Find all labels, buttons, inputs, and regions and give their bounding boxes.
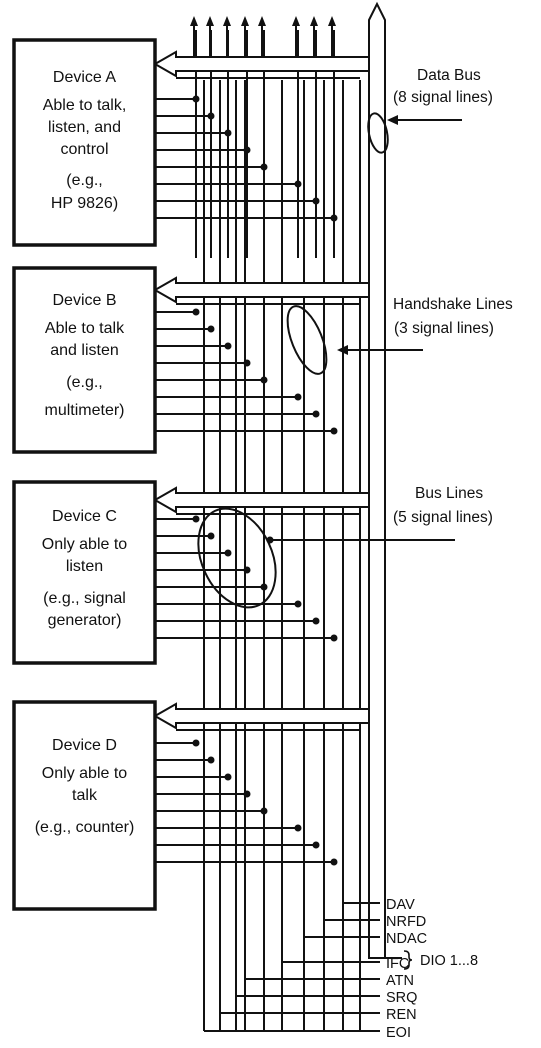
connection-dot [294, 393, 302, 401]
dio-label: DIO 1...8 [420, 953, 478, 969]
main-bus-arrow [368, 1, 386, 959]
data-bus-subtitle: (8 signal lines) [393, 89, 493, 106]
vertical-signal-lines [195, 30, 361, 1031]
connection-dot [330, 858, 338, 866]
device-description-line: (e.g., signal [43, 590, 126, 607]
top-arrow-5 [258, 16, 266, 26]
signal-label-ndac: NDAC [386, 931, 427, 947]
connection-dot [207, 532, 215, 540]
connection-dot [330, 427, 338, 435]
dio-brace [403, 950, 413, 970]
bus-lines-dot [266, 536, 274, 544]
device-description-line: Able to talk, [43, 97, 127, 114]
top-arrow-7 [310, 16, 318, 26]
signal-label-dav: DAV [386, 897, 415, 913]
connection-dot [207, 756, 215, 764]
device-box-a: Device A Able to talk, listen, and control (… [12, 38, 157, 247]
device-bus-arrow [152, 276, 370, 304]
device-description-line: and listen [50, 342, 119, 359]
connection-dot [243, 359, 251, 367]
connection-dot [330, 214, 338, 222]
device-name: Device C [52, 508, 117, 525]
data-bus-title: Data Bus [417, 67, 481, 84]
connection-dot [312, 841, 320, 849]
bus-lines-subtitle: (5 signal lines) [393, 509, 493, 526]
connection-dot [224, 549, 232, 557]
connection-dot [243, 790, 251, 798]
connection-dot [294, 180, 302, 188]
connection-dot [330, 634, 338, 642]
connection-dot [294, 824, 302, 832]
device-description-line: Only able to [42, 765, 127, 782]
signal-label-atn: ATN [386, 973, 414, 989]
connection-dot [243, 146, 251, 154]
device-description-line: listen, and [48, 119, 121, 136]
device-box-c: Device C Only able to listen (e.g., signal g… [12, 480, 157, 665]
connection-dot [192, 308, 200, 316]
device-description-line: (e.g., [66, 374, 102, 391]
connection-dot [192, 515, 200, 523]
device-description-line: HP 9826) [51, 195, 118, 212]
device-description-line: Able to talk [45, 320, 125, 337]
connection-dot [260, 807, 268, 815]
signal-label-ifc: IFC [386, 956, 409, 972]
device-box-d: Device D Only able to talk (e.g., counter) [12, 700, 157, 911]
device-connection-lines [152, 50, 370, 866]
signal-terminations [203, 889, 380, 1032]
device-bus-arrow [152, 486, 370, 514]
top-arrow-6 [292, 16, 300, 26]
device-box-b: Device B Able to talk and listen (e.g., mult… [12, 266, 157, 454]
top-arrow-2 [206, 16, 214, 26]
connection-dot [294, 600, 302, 608]
device-description-line: control [60, 141, 108, 158]
top-arrow-3 [223, 16, 231, 26]
connection-dot [224, 129, 232, 137]
connection-dot [207, 112, 215, 120]
device-name: Device D [52, 737, 117, 754]
connection-dot [207, 325, 215, 333]
connection-dot [312, 617, 320, 625]
device-description-line: (e.g., counter) [35, 819, 135, 836]
connection-dot [192, 95, 200, 103]
device-bus-arrow [152, 702, 370, 730]
connection-dot [260, 376, 268, 384]
bus-lines-title: Bus Lines [415, 485, 483, 502]
handshake-arrowhead [337, 345, 348, 355]
device-name: Device A [53, 69, 116, 86]
connection-dot [192, 739, 200, 747]
signal-label-ren: REN [386, 1007, 417, 1023]
device-description-line: talk [72, 787, 98, 804]
device-name: Device B [52, 292, 116, 309]
connection-dot [260, 583, 268, 591]
device-description-line: generator) [48, 612, 122, 629]
top-arrow-8 [328, 16, 336, 26]
connection-dot [312, 410, 320, 418]
connection-dot [224, 773, 232, 781]
handshake-ellipse [286, 305, 328, 375]
device-bus-arrow [152, 50, 370, 78]
connection-dot [260, 163, 268, 171]
data-bus-arrowhead [387, 115, 398, 125]
signal-label-eoi: EOI [386, 1025, 411, 1041]
top-arrow-4 [241, 16, 249, 26]
connection-dot [224, 342, 232, 350]
top-arrow-1 [190, 16, 198, 26]
connection-dot [312, 197, 320, 205]
device-description-line: listen [66, 558, 103, 575]
handshake-title: Handshake Lines [393, 296, 513, 313]
data-bus-ellipse [367, 112, 389, 154]
handshake-subtitle: (3 signal lines) [394, 320, 494, 337]
signal-label-nrfd: NRFD [386, 914, 426, 930]
device-description-line: Only able to [42, 536, 127, 553]
device-description-line: multimeter) [44, 402, 124, 419]
device-description-line: (e.g., [66, 172, 102, 189]
connection-dot [243, 566, 251, 574]
signal-label-srq: SRQ [386, 990, 417, 1006]
